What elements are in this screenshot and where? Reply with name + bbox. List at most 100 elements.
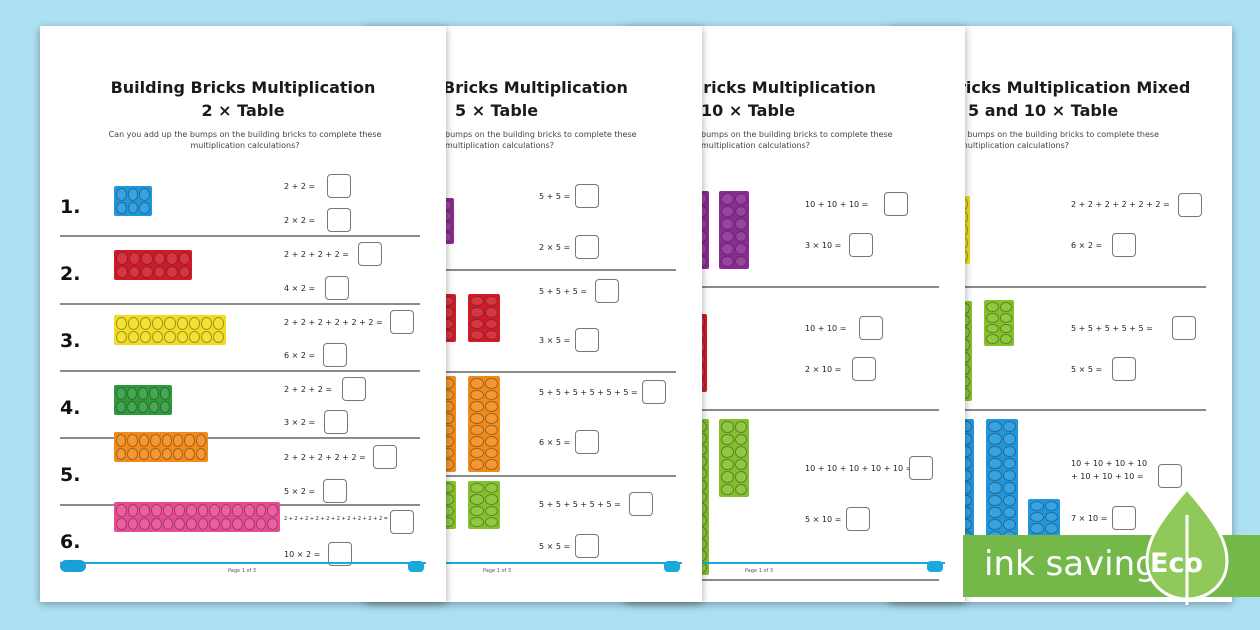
equation: 3 × 10 = [805,241,842,250]
brick-stud [166,265,178,278]
brick-stud [116,400,126,413]
answer-box[interactable] [390,310,414,334]
answer-box[interactable] [324,410,348,434]
answer-box[interactable] [1158,464,1182,488]
brick-stud [999,334,1012,344]
brick-stud [999,302,1012,312]
question-number: 4. [60,397,81,419]
brick-stud [116,387,126,400]
brick-stud [128,265,140,278]
brick-blue [114,186,152,216]
answer-box[interactable] [342,377,366,401]
equation: 6 × 2 = [1071,241,1103,250]
equation: 10 × 2 = [284,550,321,559]
brick-stud [140,317,152,330]
equation: 2 × 10 = [805,365,842,374]
brick-stud [988,433,1002,445]
answer-box[interactable] [1112,506,1136,530]
answer-box[interactable] [859,316,883,340]
answer-box[interactable] [575,534,599,558]
equation: 5 × 5 = [1071,365,1103,374]
question-number: 3. [60,330,81,352]
brick-stud [139,517,150,530]
brick-pink [114,502,280,532]
brick-stud [138,447,150,460]
answer-box[interactable] [373,445,397,469]
equation: 5 + 5 + 5 + 5 + 5 = [1071,324,1153,333]
equation: 5 × 5 = [539,542,571,551]
equation: 2 + 2 + 2 + 2 + 2 = [284,453,366,462]
brick-stud [150,504,162,517]
brick-stud [470,307,484,318]
answer-box[interactable] [325,276,349,300]
brick-stud [139,188,150,201]
brick-stud [116,447,127,460]
answer-box[interactable] [642,380,666,404]
answer-box[interactable] [390,510,414,534]
answer-box[interactable] [323,343,347,367]
brick-stud [185,504,197,517]
sheet-title: Bricks Multiplication 5 × Table [443,78,628,120]
brick-stud [149,387,159,400]
answer-box[interactable] [1112,233,1136,257]
sheet-title: Building Bricks Multiplication 2 × Table [110,78,376,120]
eco-banner-text: ink saving [984,544,1157,584]
brick-stud [734,483,747,495]
answer-box[interactable] [1112,357,1136,381]
brick-stud [160,400,170,413]
equation: 2 + 2 + 2 + 2 + 2 + 2 = [1071,200,1170,209]
answer-box[interactable] [595,279,619,303]
row-divider [695,579,939,581]
answer-box[interactable] [909,456,933,480]
brick-stud [150,434,161,447]
equation: 2 + 2 = [284,182,316,191]
answer-box[interactable] [327,174,351,198]
brick-stud [200,330,212,343]
brick-stud [721,205,734,217]
brand-logo-icon [60,560,86,572]
brick-red [114,250,192,280]
equation: 10 + 10 = [805,324,847,333]
answer-box[interactable] [846,507,870,531]
brick-stud [267,517,278,530]
row-divider [440,269,676,271]
brick-green [719,419,749,497]
brick-stud [174,504,185,517]
brick-stud [184,434,195,447]
brick-stud [484,389,498,401]
brick-stud [721,458,734,470]
equation: 3 × 2 = [284,418,316,427]
row-divider [440,371,676,373]
answer-box[interactable] [575,235,599,259]
brick-stud [232,517,244,530]
answer-box[interactable] [629,492,653,516]
answer-box[interactable] [849,233,873,257]
answer-box[interactable] [1178,193,1202,217]
answer-box[interactable] [852,357,876,381]
answer-box[interactable] [323,479,347,503]
brick-stud [164,330,176,343]
answer-box[interactable] [884,192,908,216]
brick-green [468,481,500,529]
answer-box[interactable] [575,184,599,208]
row-divider [60,370,420,372]
brick-stud [116,434,127,447]
answer-box[interactable] [575,430,599,454]
footer-band [440,562,682,564]
brick-stud [484,436,498,447]
brick-stud [721,230,734,242]
brick-orange [468,376,500,472]
brick-stud [149,400,159,413]
answer-box[interactable] [1172,316,1196,340]
equation: 5 + 5 + 5 + 5 + 5 + 5 = [539,388,638,397]
row-divider [960,286,1206,288]
brick-stud [116,188,127,201]
row-divider [960,409,1206,411]
answer-box[interactable] [327,208,351,232]
answer-box[interactable] [358,242,382,266]
brick-green [114,385,172,415]
answer-box[interactable] [575,328,599,352]
brick-stud [1002,494,1016,506]
brick-stud [1002,519,1016,531]
equation: 6 × 2 = [284,351,316,360]
